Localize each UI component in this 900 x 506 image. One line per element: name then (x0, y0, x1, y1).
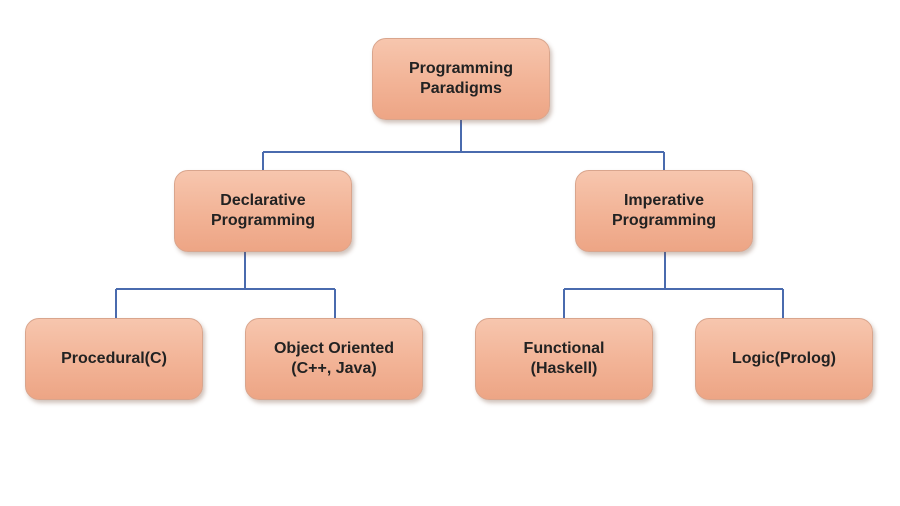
connector-declarative-to-children (115, 252, 336, 318)
node-logic: Logic(Prolog) (695, 318, 873, 400)
node-object-oriented: Object Oriented (C++, Java) (245, 318, 423, 400)
connector-root-to-branches (262, 120, 665, 170)
node-programming-paradigms: Programming Paradigms (372, 38, 550, 120)
node-functional: Functional (Haskell) (475, 318, 653, 400)
node-procedural: Procedural(C) (25, 318, 203, 400)
connector-imperative-to-children (563, 252, 784, 318)
node-declarative-programming: Declarative Programming (174, 170, 352, 252)
node-imperative-programming: Imperative Programming (575, 170, 753, 252)
